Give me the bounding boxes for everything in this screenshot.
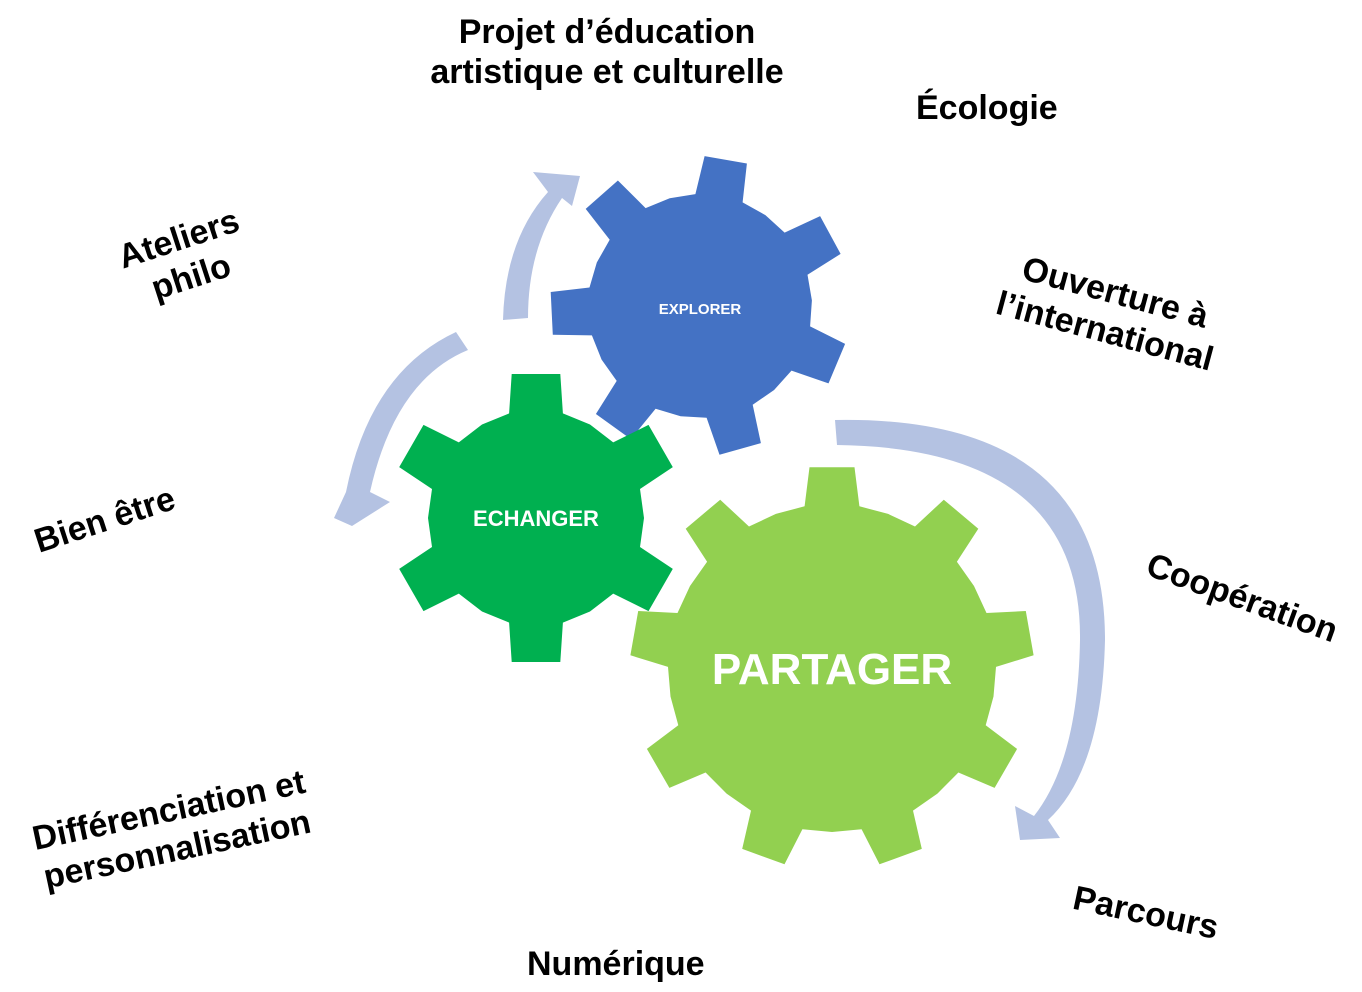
explorer-gear-label: EXPLORER	[659, 301, 742, 318]
gear-echanger-body	[399, 374, 673, 662]
topic-peac-line2: artistique et culturelle	[430, 53, 784, 91]
arrow-echanger-to-explorer	[503, 172, 580, 320]
echanger-gear	[399, 374, 673, 662]
explorer-gear	[550, 156, 846, 455]
partager-gear-label: PARTAGER	[712, 645, 952, 694]
topic-ecologie: Écologie	[916, 89, 1058, 127]
cycle-arrows	[334, 172, 1105, 840]
arrow-explorer-to-echanger	[334, 332, 468, 526]
partager-gear	[630, 467, 1034, 865]
topic-peac-line1: Projet d’éducation	[458, 13, 756, 51]
gear-partager-body	[630, 467, 1034, 865]
gear-explorer-body	[550, 156, 846, 455]
topic-numerique: Numérique	[527, 945, 705, 983]
echanger-gear-label: ECHANGER	[473, 506, 599, 531]
topic-peac: Projet d’éducation artistique et culture…	[392, 12, 822, 92]
